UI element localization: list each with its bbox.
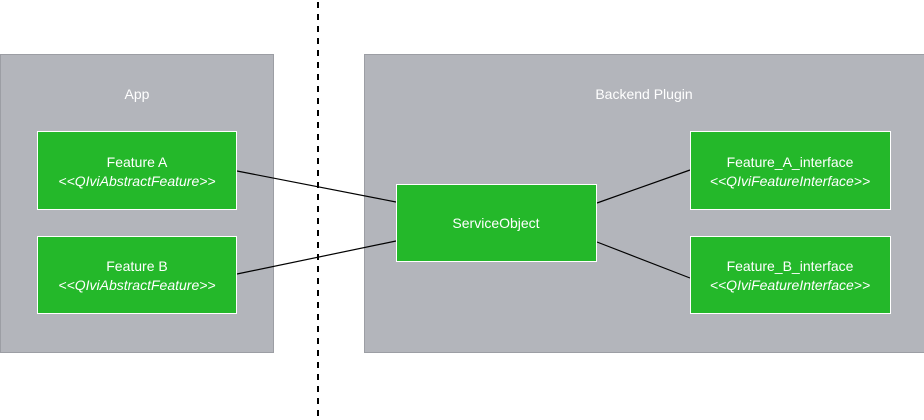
node-feature-a-box — [37, 131, 237, 210]
node-feature-a-name: Feature A — [107, 154, 168, 170]
node-service-object: ServiceObject — [396, 184, 597, 262]
node-feature-a: Feature A <<QIviAbstractFeature>> — [37, 131, 237, 210]
app-container-label: App — [125, 86, 150, 102]
node-feature-b-name: Feature B — [106, 258, 167, 274]
node-feature-b-interface-box — [690, 236, 891, 314]
node-feature-b-stereotype: <<QIviAbstractFeature>> — [58, 277, 215, 293]
node-feature-b-interface: Feature_B_interface <<QIviFeatureInterfa… — [690, 236, 891, 314]
node-feature-b-interface-name: Feature_B_interface — [727, 258, 854, 274]
node-feature-b: Feature B <<QIviAbstractFeature>> — [37, 236, 237, 314]
connector-service-feature-a-interface — [596, 169, 691, 204]
node-feature-a-interface-box — [690, 131, 891, 210]
node-feature-b-interface-stereotype: <<QIviFeatureInterface>> — [710, 277, 870, 293]
connector-service-feature-b-interface — [596, 241, 691, 279]
connections — [236, 169, 691, 279]
connector-feature-b-service — [236, 240, 397, 275]
node-feature-a-interface: Feature_A_interface <<QIviFeatureInterfa… — [690, 131, 891, 210]
node-feature-a-interface-name: Feature_A_interface — [727, 154, 854, 170]
node-feature-a-interface-stereotype: <<QIviFeatureInterface>> — [710, 173, 870, 189]
node-feature-b-box — [37, 236, 237, 314]
node-service-object-box — [396, 184, 597, 262]
backend-plugin-container-label: Backend Plugin — [595, 86, 692, 102]
connector-feature-a-service — [236, 170, 397, 203]
node-service-object-name: ServiceObject — [452, 215, 539, 231]
node-feature-a-stereotype: <<QIviAbstractFeature>> — [58, 173, 215, 189]
